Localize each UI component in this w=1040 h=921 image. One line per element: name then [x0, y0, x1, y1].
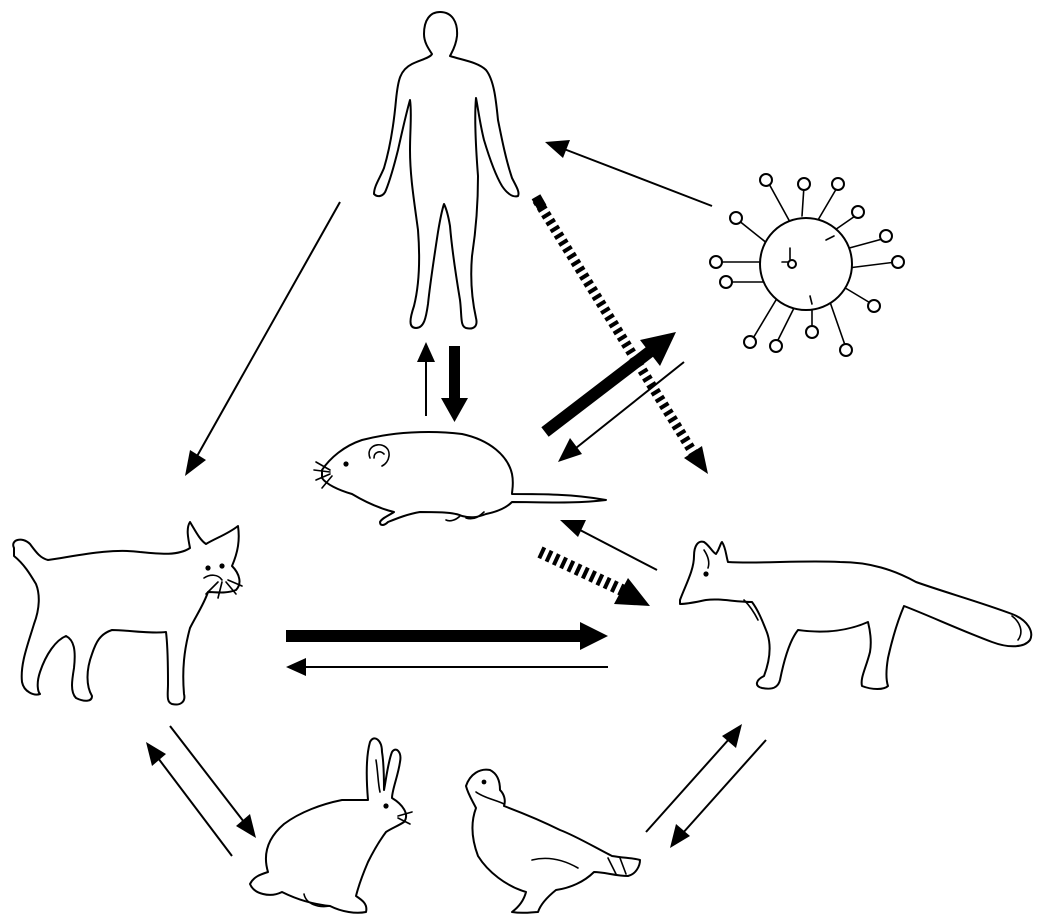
- arrow-human-to-lynx: [185, 202, 340, 476]
- arrow-rodent-to-virus: [545, 332, 676, 432]
- arrow-lynx-to-hare: [170, 726, 256, 838]
- arrow-rodent-to-human: [417, 342, 435, 416]
- arrow-human-to-rodent: [441, 346, 468, 422]
- human-icon: [374, 12, 519, 329]
- arrow-grouse-to-fox: [646, 724, 742, 832]
- arrow-fox-to-lynx: [286, 658, 608, 676]
- virus-icon: [710, 174, 904, 356]
- grouse-icon: [466, 770, 640, 913]
- arrow-lynx-to-fox: [286, 622, 608, 650]
- arrow-rodent-to-fox: [540, 552, 650, 606]
- lynx-icon: [13, 522, 242, 705]
- arrow-hare-to-lynx: [146, 742, 232, 856]
- fox-icon: [680, 542, 1031, 689]
- rodent-icon: [314, 432, 606, 525]
- arrow-virus-to-human: [545, 140, 712, 206]
- arrow-human-to-fox: [532, 194, 708, 474]
- hare-icon: [250, 738, 412, 912]
- arrow-fox-to-grouse: [670, 740, 766, 848]
